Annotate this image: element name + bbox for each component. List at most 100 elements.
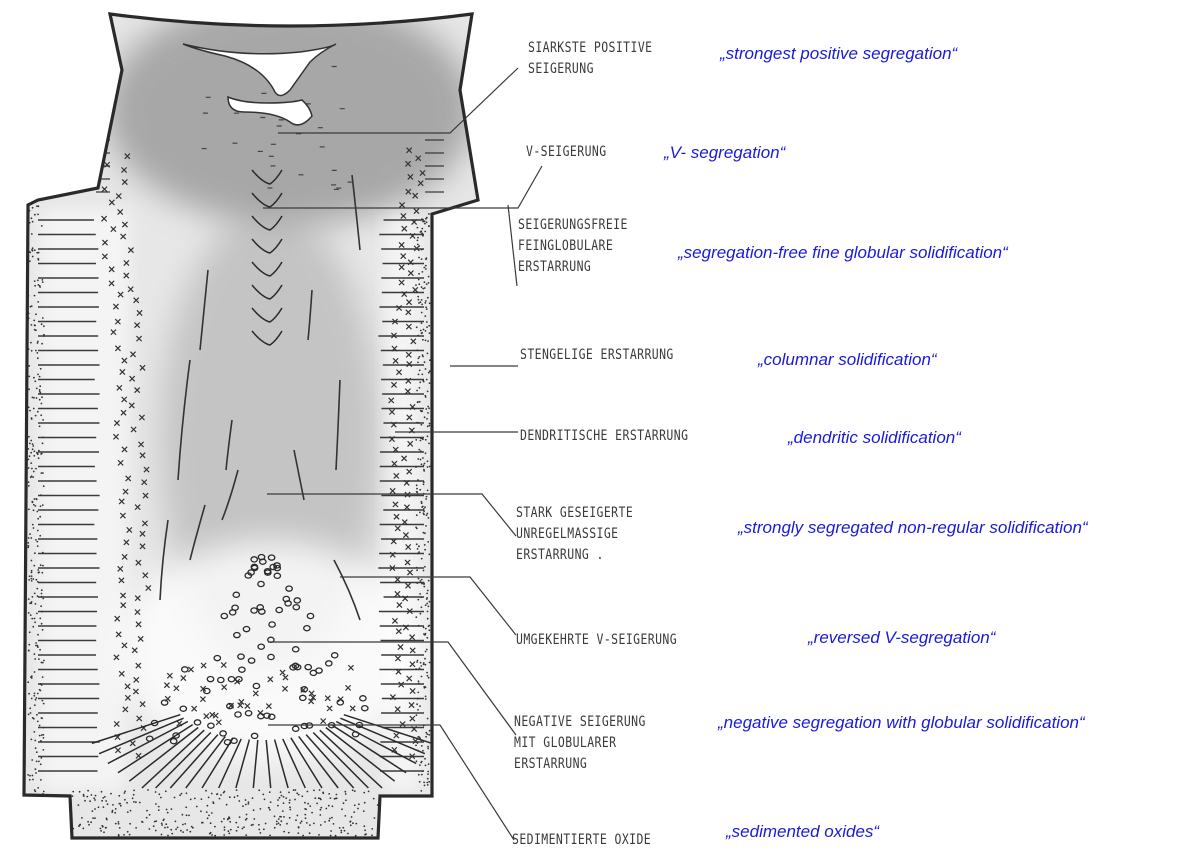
stipple-dot — [428, 553, 430, 555]
stipple-dot — [36, 352, 38, 354]
stipple-dot — [42, 676, 44, 678]
stipple-dot — [120, 805, 122, 807]
stipple-dot — [36, 613, 38, 615]
stipple-dot — [129, 823, 131, 825]
stipple-dot — [31, 739, 33, 741]
stipple-dot — [426, 603, 428, 605]
stipple-dot — [208, 797, 210, 799]
stipple-dot — [37, 634, 39, 636]
stipple-dot — [425, 218, 427, 220]
stipple-dot — [214, 835, 216, 837]
stipple-dot — [28, 579, 30, 581]
stipple-dot — [419, 381, 421, 383]
label-en-negative: „negative segregation with globular soli… — [718, 713, 1085, 733]
stipple-dot — [419, 593, 421, 595]
stipple-dot — [293, 789, 295, 791]
stipple-dot — [87, 790, 89, 792]
stipple-dot — [32, 501, 34, 503]
stipple-dot — [38, 205, 40, 207]
stipple-dot — [421, 501, 423, 503]
stipple-dot — [416, 488, 418, 490]
stipple-dot — [35, 772, 37, 774]
stipple-dot — [28, 485, 30, 487]
stipple-dot — [36, 751, 38, 753]
stipple-dot — [421, 676, 423, 678]
stipple-dot — [30, 452, 32, 454]
stipple-dot — [41, 611, 43, 613]
stipple-dot — [37, 645, 39, 647]
stipple-dot — [283, 816, 285, 818]
stipple-dot — [416, 491, 418, 493]
stipple-dot — [115, 808, 117, 810]
stipple-dot — [342, 827, 344, 829]
stipple-dot — [424, 544, 426, 546]
stipple-dot — [42, 419, 44, 421]
stipple-dot — [32, 578, 34, 580]
stipple-dot — [427, 778, 429, 780]
stipple-dot — [425, 368, 427, 370]
stipple-dot — [364, 802, 366, 804]
stipple-dot — [30, 676, 32, 678]
stipple-dot — [258, 824, 260, 826]
stipple-dot — [35, 415, 37, 417]
stipple-dot — [368, 791, 370, 793]
stipple-dot — [30, 462, 32, 464]
stipple-dot — [418, 680, 420, 682]
stipple-dot — [30, 712, 32, 714]
stipple-dot — [35, 498, 37, 500]
stipple-dot — [298, 826, 300, 828]
stipple-dot — [171, 808, 173, 810]
stipple-dot — [41, 593, 43, 595]
stipple-dot — [35, 539, 37, 541]
cross-mark — [97, 151, 102, 156]
stipple-dot — [269, 809, 271, 811]
stipple-dot — [32, 626, 34, 628]
stipple-dot — [41, 734, 43, 736]
stipple-dot — [42, 629, 44, 631]
stipple-dot — [114, 812, 116, 814]
stipple-dot — [186, 814, 188, 816]
stipple-dot — [155, 830, 157, 832]
stipple-dot — [269, 835, 271, 837]
stipple-dot — [35, 350, 37, 352]
stipple-dot — [43, 791, 45, 793]
stipple-dot — [245, 834, 247, 836]
stipple-dot — [418, 545, 420, 547]
stipple-dot — [427, 746, 429, 748]
stipple-dot — [28, 598, 30, 600]
stipple-dot — [428, 407, 430, 409]
stipple-dot — [34, 249, 36, 251]
stipple-dot — [427, 611, 429, 613]
stipple-dot — [188, 815, 190, 817]
stipple-dot — [425, 439, 427, 441]
stipple-dot — [41, 396, 43, 398]
stipple-dot — [420, 790, 422, 792]
stipple-dot — [416, 582, 418, 584]
stipple-dot — [132, 797, 134, 799]
stipple-dot — [320, 807, 322, 809]
stipple-dot — [126, 802, 128, 804]
stipple-dot — [417, 698, 419, 700]
stipple-dot — [39, 725, 41, 727]
stipple-dot — [426, 308, 428, 310]
stipple-dot — [32, 445, 34, 447]
stipple-dot — [289, 802, 291, 804]
stipple-dot — [40, 368, 42, 370]
stipple-dot — [416, 543, 418, 545]
stipple-dot — [34, 324, 36, 326]
stipple-dot — [258, 789, 260, 791]
stipple-dot — [228, 830, 230, 832]
stipple-dot — [167, 835, 169, 837]
stipple-dot — [428, 625, 430, 627]
stipple-dot — [32, 448, 34, 450]
stipple-dot — [416, 349, 418, 351]
stipple-dot — [36, 388, 38, 390]
stipple-dot — [354, 790, 356, 792]
stipple-dot — [260, 808, 262, 810]
stipple-dot — [43, 749, 45, 751]
stipple-dot — [200, 810, 202, 812]
stipple-dot — [418, 273, 420, 275]
stipple-dot — [294, 799, 296, 801]
stipple-dot — [424, 463, 426, 465]
stipple-dot — [40, 494, 42, 496]
